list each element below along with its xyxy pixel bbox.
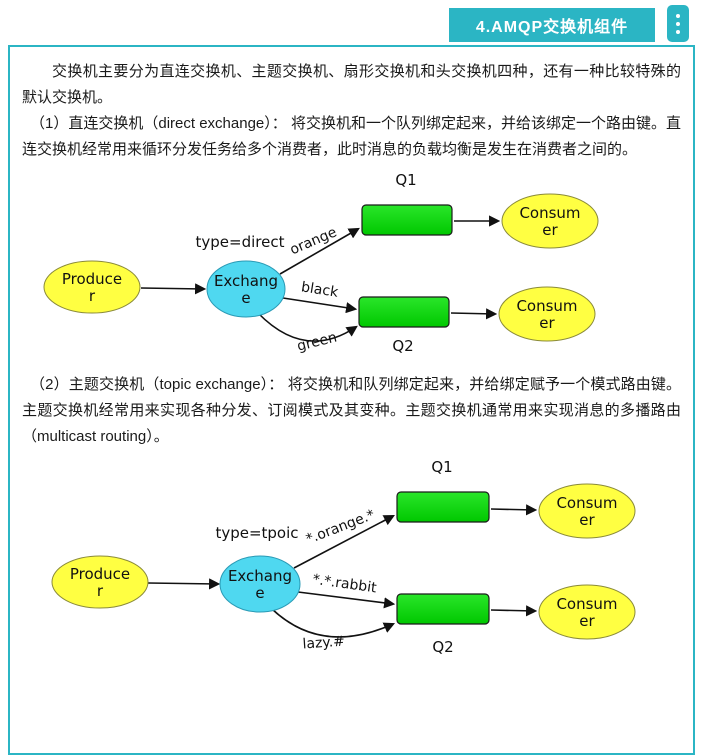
exchange-node <box>219 555 301 613</box>
route-top-label: *.orange.* <box>304 507 377 548</box>
type-label: type=tpoic <box>215 524 298 542</box>
q1-label: Q1 <box>395 171 416 189</box>
menu-dot-icon <box>676 21 680 26</box>
queue2-node <box>358 296 450 328</box>
producer-label: Produce <box>62 270 122 288</box>
edge-orange <box>279 227 360 275</box>
route-black-label: black <box>300 279 340 301</box>
queue2-node <box>396 593 490 625</box>
producer-node <box>51 555 149 609</box>
floating-menu-button[interactable] <box>667 5 689 42</box>
intro-paragraph: 交换机主要分为直连交换机、主题交换机、扇形交换机和头交换机四种，还有一种比较特殊… <box>22 63 681 106</box>
exchange-label: Exchang <box>228 567 292 585</box>
producer-label: r <box>89 287 96 305</box>
queue1-node <box>396 491 490 523</box>
edge-q2-consumer <box>490 605 538 617</box>
edge-q1-consumer <box>490 504 538 516</box>
consumer-bottom-label: Consum <box>516 297 577 315</box>
consumer-top-label: er <box>579 511 595 529</box>
producer-node <box>43 260 141 314</box>
route-mid-label: *.*.rabbit <box>312 572 378 597</box>
edge-green <box>257 312 358 342</box>
topic-exchange-diagram: Produce r Exchang e Consum er Consum er … <box>51 458 636 656</box>
edge-q2-consumer <box>450 308 498 320</box>
exchange-label: e <box>241 289 250 307</box>
exchange-node <box>206 260 286 318</box>
route-orange-label: orange <box>288 224 340 258</box>
route-bottom-label: lazy.# <box>302 634 345 653</box>
exchange-label: Exchang <box>214 272 278 290</box>
consumer-top-label: er <box>542 221 558 239</box>
edge-route-mid <box>297 591 396 609</box>
producer-label: Produce <box>70 565 130 583</box>
producer-label: r <box>97 582 104 600</box>
direct-exchange-diagram: Produce r Exchang e Consum er Consum er … <box>43 171 599 355</box>
direct-exchange-paragraph: （1）直连交换机（direct exchange）： 将交换机和一个队列绑定起来… <box>22 115 681 158</box>
consumer-bottom-label: er <box>579 612 595 630</box>
q2-label: Q2 <box>432 638 453 656</box>
edge-route-bottom <box>271 608 396 638</box>
route-green-label: green <box>295 329 338 354</box>
menu-dot-icon <box>676 13 680 18</box>
type-label: type=direct <box>196 233 285 251</box>
consumer-top-label: Consum <box>556 494 617 512</box>
consumer-top-label: Consum <box>519 204 580 222</box>
q2-label: Q2 <box>392 337 413 355</box>
consumer-bottom-label: er <box>539 314 555 332</box>
consumer-bottom-node <box>498 286 596 342</box>
edge-black <box>282 297 358 314</box>
consumer-top-node <box>538 483 636 539</box>
consumer-bottom-node <box>538 584 636 640</box>
menu-dot-icon <box>676 29 680 34</box>
edge-producer-exchange <box>140 283 207 295</box>
consumer-top-node <box>501 193 599 249</box>
edge-producer-exchange <box>147 578 221 590</box>
topic-exchange-paragraph: （2）主题交换机（topic exchange）： 将交换机和队列绑定起来，并给… <box>22 376 681 445</box>
section-title: 4.AMQP交换机组件 <box>475 19 629 36</box>
q1-label: Q1 <box>431 458 452 476</box>
queue1-node <box>361 204 453 236</box>
exchange-label: e <box>255 584 264 602</box>
content-box: 交换机主要分为直连交换机、主题交换机、扇形交换机和头交换机四种，还有一种比较特殊… <box>8 45 695 755</box>
section-header-bar: 4.AMQP交换机组件 <box>449 8 655 42</box>
consumer-bottom-label: Consum <box>556 595 617 613</box>
edge-route-top <box>293 514 395 569</box>
